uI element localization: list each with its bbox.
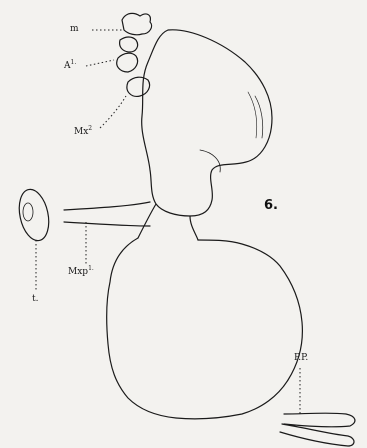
label-mx2-text: Mx — [74, 127, 88, 137]
label-mxp1: Mxp1. — [68, 266, 94, 277]
head-outline — [142, 30, 272, 216]
label-a1: A1. — [64, 60, 76, 71]
label-mxp1-sup: 1. — [88, 265, 94, 272]
label-pp-text: P.P. — [294, 353, 308, 363]
label-a1-sup: 1. — [71, 59, 77, 66]
leader-mx2 — [100, 96, 126, 128]
antenna-a1 — [117, 53, 138, 72]
posterior-process — [280, 413, 355, 446]
label-mxp1-text: Mxp — [68, 267, 88, 277]
body-outline — [107, 238, 303, 419]
neck-outline — [138, 204, 198, 240]
label-t-text: t. — [32, 294, 38, 304]
mouthparts-top — [122, 13, 152, 34]
label-m: m — [70, 25, 79, 34]
terminal-oval — [15, 187, 53, 244]
label-t: t. — [32, 295, 38, 304]
label-mx2-sup: 2 — [88, 125, 92, 132]
terminal-oval-inner — [23, 203, 33, 221]
label-pp: P.P. — [294, 354, 308, 363]
head-inner-line — [200, 150, 220, 172]
figure-number: 6. — [264, 198, 278, 213]
head-hatch-2 — [248, 92, 257, 138]
maxilliped-arm — [64, 202, 150, 226]
leader-a1 — [86, 60, 114, 66]
appendage-mx2 — [127, 77, 150, 96]
mouthparts-lower — [120, 37, 138, 52]
label-mx2: Mx2 — [74, 126, 92, 137]
label-m-text: m — [70, 24, 79, 34]
